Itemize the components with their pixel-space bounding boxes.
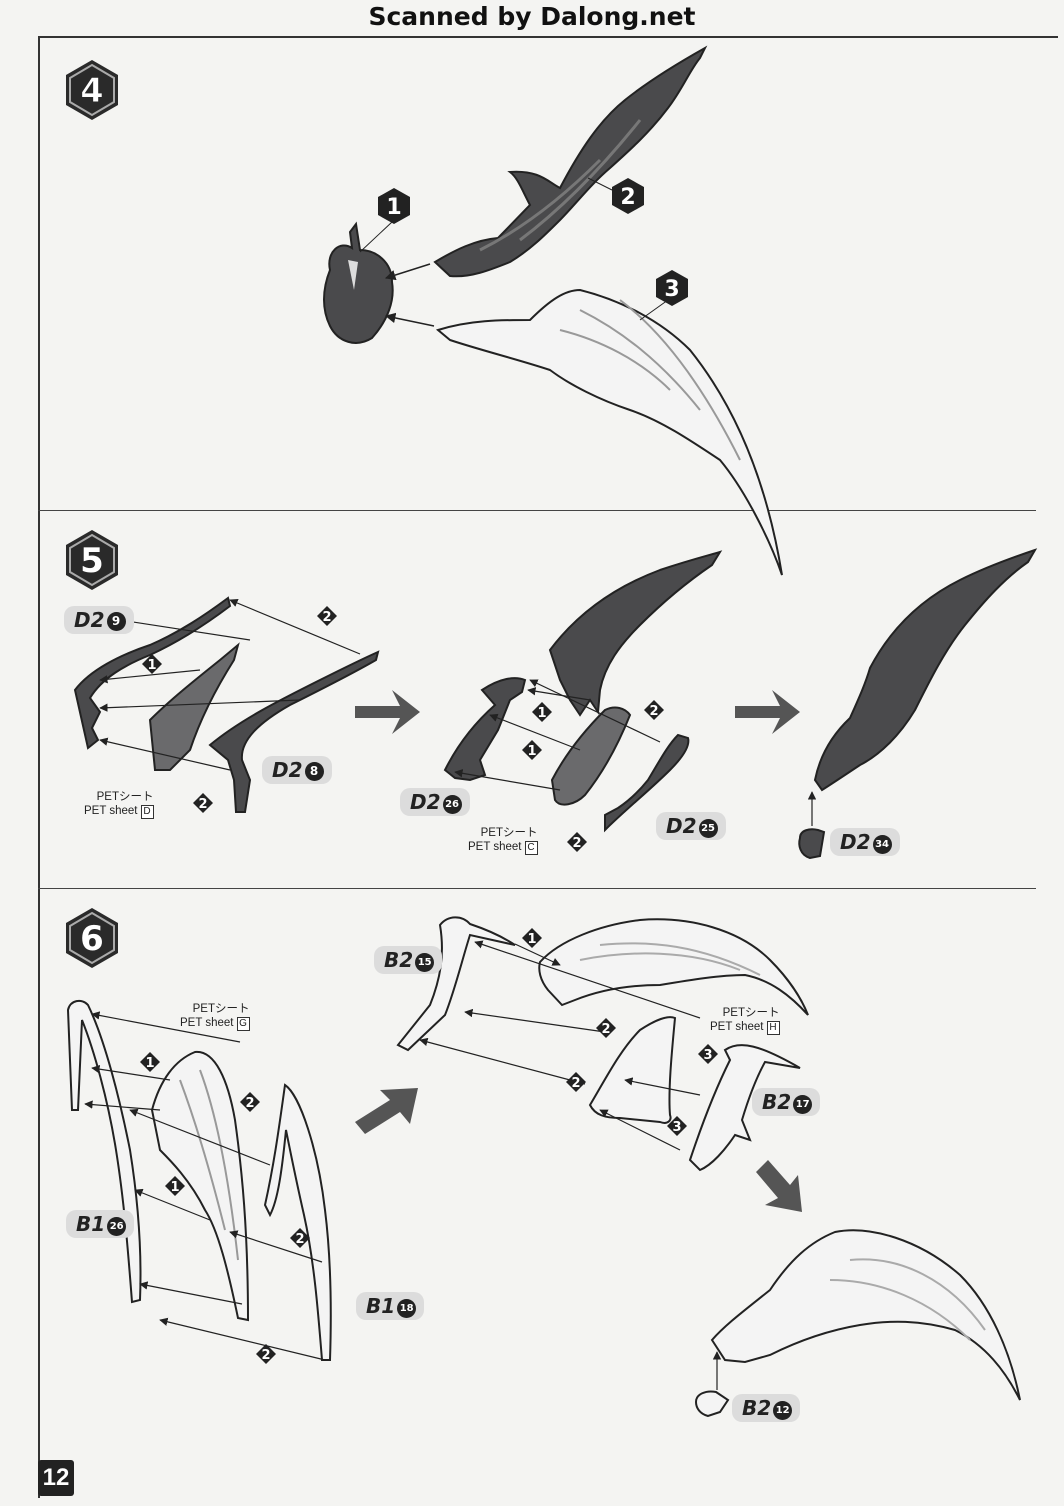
- marker-1: 1: [140, 1052, 160, 1072]
- svg-text:2: 2: [571, 1076, 580, 1091]
- step6-assembly-arrow: [355, 1088, 418, 1134]
- step4-head-part: [323, 221, 394, 344]
- step5-mid-panel: [550, 706, 632, 806]
- svg-text:2: 2: [620, 185, 635, 210]
- scanner-watermark: Scanned by Dalong.net: [368, 2, 696, 31]
- svg-text:3: 3: [703, 1048, 712, 1063]
- marker-1: 1: [522, 928, 542, 948]
- svg-text:2: 2: [649, 704, 658, 719]
- svg-text:2: 2: [601, 1022, 610, 1037]
- svg-text:1: 1: [386, 195, 401, 220]
- marker-2: 2: [193, 793, 213, 813]
- marker-1: 1: [532, 702, 552, 722]
- marker-1: 1: [142, 654, 162, 674]
- step-number: 5: [80, 541, 104, 581]
- step6-left-membrane: [150, 1050, 250, 1322]
- svg-text:1: 1: [537, 706, 546, 721]
- svg-text:2: 2: [198, 797, 207, 812]
- step4-light-wing: [435, 288, 783, 576]
- section-divider: [38, 888, 1036, 889]
- svg-text:2: 2: [322, 610, 331, 625]
- marker-2: 2: [567, 832, 587, 852]
- callout-3: 3: [656, 270, 688, 306]
- svg-text:1: 1: [170, 1180, 179, 1195]
- svg-text:1: 1: [527, 932, 536, 947]
- step6-result-peg: [694, 1390, 730, 1418]
- svg-text:2: 2: [295, 1232, 304, 1247]
- svg-text:1: 1: [147, 658, 156, 673]
- marker-2: 2: [596, 1018, 616, 1038]
- callout-2: 2: [612, 178, 644, 214]
- step6-left-outer-frame: [263, 1083, 332, 1361]
- step-badge-6: 6: [66, 908, 118, 968]
- step6-mid-membrane: [588, 1016, 677, 1124]
- step-badge-5: 5: [66, 530, 118, 590]
- marker-2: 2: [290, 1228, 310, 1248]
- marker-2: 2: [317, 606, 337, 626]
- step5-mid-wing: [548, 550, 723, 717]
- step5-assembly-arrow: [735, 690, 800, 734]
- marker-2: 2: [240, 1092, 260, 1112]
- step6-mid-outer-frame: [688, 1044, 801, 1172]
- step6-result-wing: [710, 1229, 1021, 1401]
- svg-text:2: 2: [245, 1096, 254, 1111]
- page-frame: [38, 36, 1058, 1498]
- marker-3: 3: [667, 1116, 687, 1136]
- step-number: 6: [80, 919, 104, 959]
- step5-mid-outer-frame: [604, 733, 690, 833]
- marker-2: 2: [566, 1072, 586, 1092]
- step-number: 4: [80, 71, 104, 111]
- step5-result-wing: [813, 548, 1038, 792]
- step5-outer-frame: [208, 650, 380, 813]
- callout-1: 1: [378, 188, 410, 224]
- step6-mid-frame: [396, 916, 516, 1052]
- step6-mid-wing: [538, 918, 809, 1016]
- svg-text:3: 3: [672, 1120, 681, 1135]
- step4-dark-wing: [433, 45, 708, 278]
- svg-text:3: 3: [664, 277, 679, 302]
- marker-2: 2: [256, 1344, 276, 1364]
- step-circle-markers: 2 1 2 2 1 1 2 1 2 3 2 3 1 2 1 2 2: [140, 606, 718, 1364]
- section-divider: [38, 510, 1036, 511]
- step6-left-frame: [66, 999, 142, 1304]
- svg-text:1: 1: [145, 1056, 154, 1071]
- svg-text:2: 2: [572, 836, 581, 851]
- marker-3: 3: [698, 1044, 718, 1064]
- step6-assembly-arrow: [756, 1160, 802, 1212]
- svg-text:1: 1: [527, 744, 536, 759]
- step5-assembly-arrow: [355, 690, 420, 734]
- page-number: 12: [38, 1460, 74, 1496]
- marker-1: 1: [522, 740, 542, 760]
- step5-inner-panel: [148, 642, 240, 771]
- svg-text:2: 2: [261, 1348, 270, 1363]
- step-badge-4: 4: [66, 60, 118, 120]
- step5-mid-frame: [443, 677, 527, 782]
- marker-1: 1: [165, 1176, 185, 1196]
- step5-result-peg: [798, 828, 826, 860]
- marker-2: 2: [644, 700, 664, 720]
